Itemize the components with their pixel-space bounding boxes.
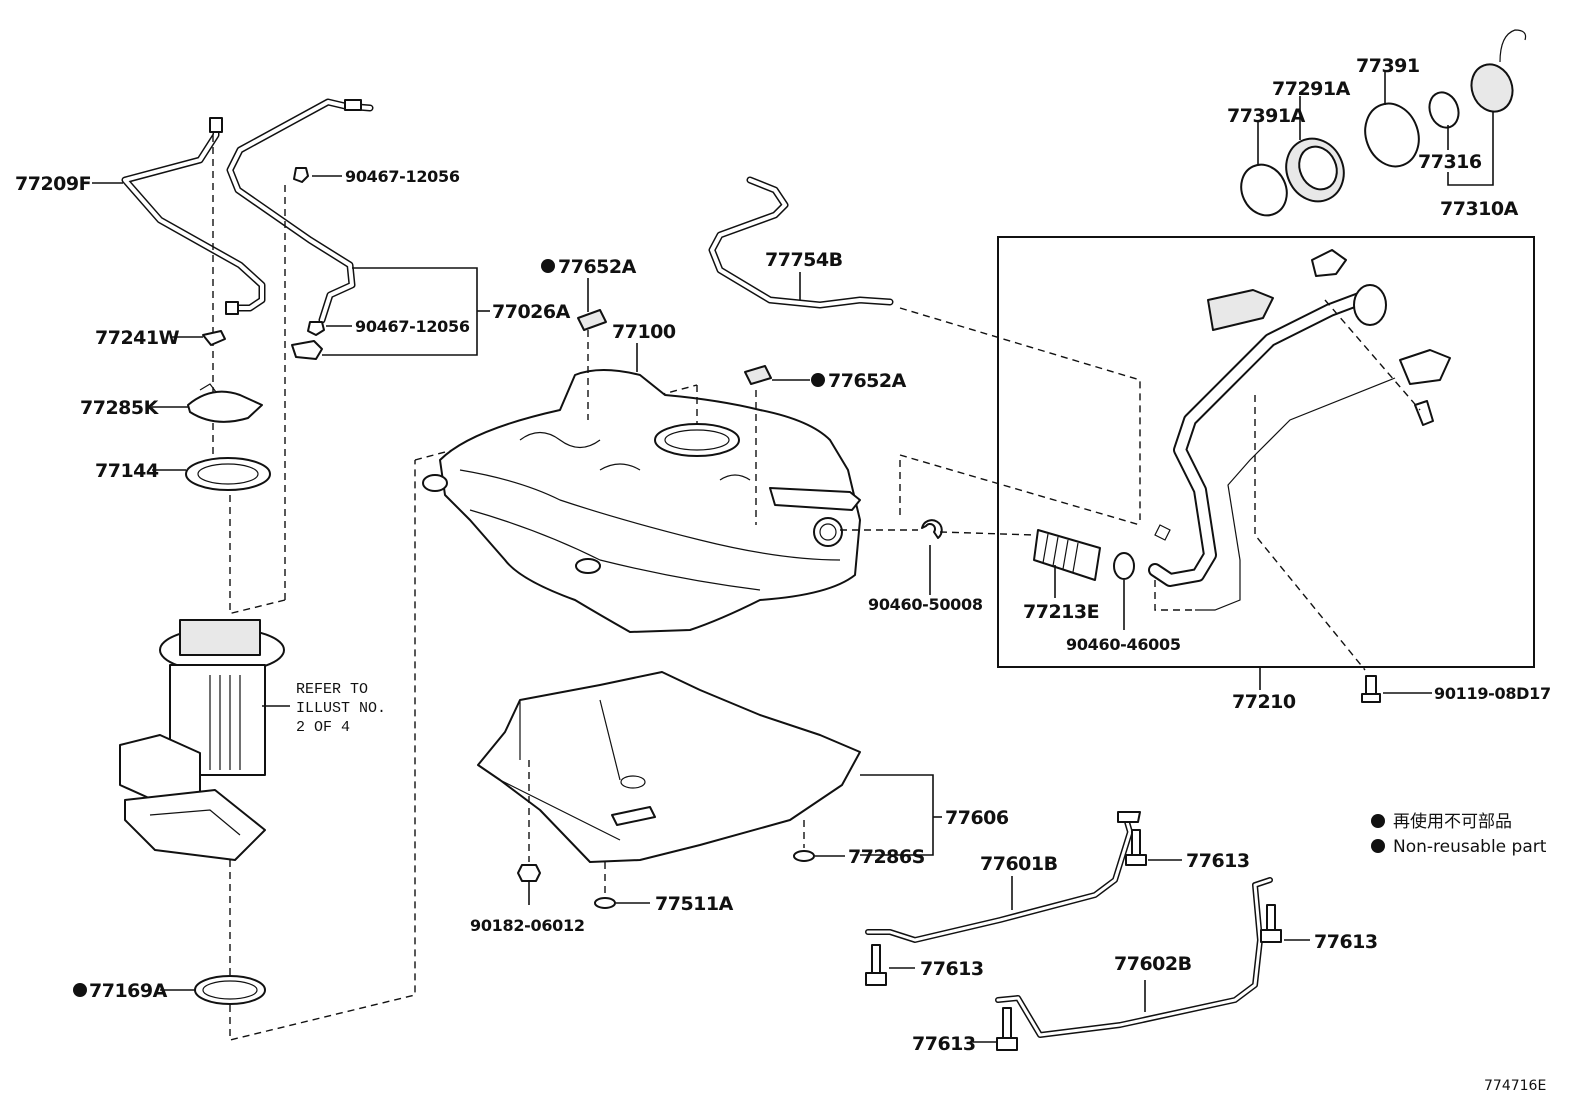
clip-77241W[interactable] <box>202 330 226 346</box>
filler-hose-77213E[interactable] <box>1033 529 1101 581</box>
label-77241W: 77241W <box>95 327 180 349</box>
bolt-77613-b[interactable] <box>865 944 887 986</box>
clamp-90467-upper[interactable] <box>293 167 309 183</box>
legend-non-reusable-ja: 再使用不可部品 <box>1393 811 1512 832</box>
fuel-tank-77100[interactable] <box>422 369 861 633</box>
vent-tube-77754B[interactable] <box>708 176 894 309</box>
label-77606: 77606 <box>945 807 1009 829</box>
fuel-tube-77209F[interactable] <box>121 117 266 315</box>
label-77652A-right: 77652A <box>828 370 907 392</box>
bolt-90119-08D17[interactable] <box>1361 675 1381 703</box>
label-77310A: 77310A <box>1440 198 1519 220</box>
label-77602B: 77602B <box>1114 953 1192 975</box>
fuel-pump-module[interactable] <box>119 619 285 861</box>
filler-pipe-77210[interactable] <box>1148 249 1451 611</box>
nut-90182-06012[interactable] <box>517 864 541 882</box>
gasket-77169A[interactable] <box>194 975 266 1005</box>
label-77209F: 77209F <box>15 173 91 195</box>
refer-note-line1: REFER TO <box>296 681 368 698</box>
clamp-90460-46005[interactable] <box>1113 552 1135 580</box>
label-77144: 77144 <box>95 460 159 482</box>
legend-non-reusable-en: Non-reusable part <box>1393 837 1547 857</box>
label-77613-d: 77613 <box>912 1033 976 1055</box>
non-reusable-mark-77652A-right <box>811 373 825 387</box>
label-90460-50008: 90460-50008 <box>868 595 983 614</box>
refer-note-line3: 2 OF 4 <box>296 719 350 736</box>
bolt-77613-d[interactable] <box>996 1007 1018 1051</box>
retainer-cover-77285K[interactable] <box>187 383 263 423</box>
label-77613-c: 77613 <box>1314 931 1378 953</box>
clamp-90467-lower[interactable] <box>291 321 325 360</box>
gasket-77291A[interactable] <box>1276 129 1354 211</box>
label-77391: 77391 <box>1356 55 1420 77</box>
label-77754B: 77754B <box>765 249 843 271</box>
label-77213E: 77213E <box>1023 601 1099 623</box>
label-77613-b: 77613 <box>920 958 984 980</box>
label-77286S: 77286S <box>848 846 925 868</box>
tank-band-77602B[interactable] <box>995 877 1273 1038</box>
label-90182-06012: 90182-06012 <box>470 916 585 935</box>
o-ring-77391[interactable] <box>1357 96 1428 174</box>
clip-77511A[interactable] <box>594 897 616 909</box>
legend-bullet-en <box>1371 839 1385 853</box>
bolt-77613-c[interactable] <box>1260 904 1282 943</box>
label-90119-08D17: 90119-08D17 <box>1434 684 1551 703</box>
non-reusable-mark-77169A <box>73 983 87 997</box>
label-77613-a: 77613 <box>1186 850 1250 872</box>
label-77285K: 77285K <box>80 397 160 419</box>
label-77391A: 77391A <box>1227 105 1306 127</box>
fuel-cap-77310A[interactable] <box>1465 29 1527 117</box>
label-77100: 77100 <box>612 321 676 343</box>
label-77210: 77210 <box>1232 691 1296 713</box>
pad-77652A-right[interactable] <box>744 365 772 385</box>
label-77316: 77316 <box>1418 151 1482 173</box>
label-90460-46005: 90460-46005 <box>1066 635 1181 654</box>
clip-77286S[interactable] <box>793 850 815 862</box>
label-77291A: 77291A <box>1272 78 1351 100</box>
bolt-77613-a[interactable] <box>1125 829 1147 866</box>
label-77026A: 77026A <box>492 301 571 323</box>
legend-bullet-ja <box>1371 814 1385 828</box>
label-90467-12056-upper: 90467-12056 <box>345 167 460 186</box>
label-77169A: 77169A <box>89 980 168 1002</box>
tank-band-77601B[interactable] <box>865 811 1141 943</box>
figure-code: 774716E <box>1484 1078 1546 1094</box>
label-77511A: 77511A <box>655 893 734 915</box>
label-90467-12056-lower: 90467-12056 <box>355 317 470 336</box>
refer-note-line2: ILLUST NO. <box>296 700 386 717</box>
tank-protector-77606[interactable] <box>477 671 861 863</box>
ring-77316[interactable] <box>1425 88 1464 131</box>
label-77652A-left: 77652A <box>558 256 637 278</box>
lock-ring-77144[interactable] <box>185 457 271 491</box>
filler-pipe-assembly-box <box>997 236 1535 668</box>
clamp-90460-50008[interactable] <box>921 519 943 539</box>
o-ring-77391A[interactable] <box>1233 157 1295 223</box>
non-reusable-mark-77652A-left <box>541 259 555 273</box>
label-77601B: 77601B <box>980 853 1058 875</box>
pad-77652A-left[interactable] <box>577 309 607 331</box>
fuel-tube-77026A[interactable] <box>226 98 374 324</box>
